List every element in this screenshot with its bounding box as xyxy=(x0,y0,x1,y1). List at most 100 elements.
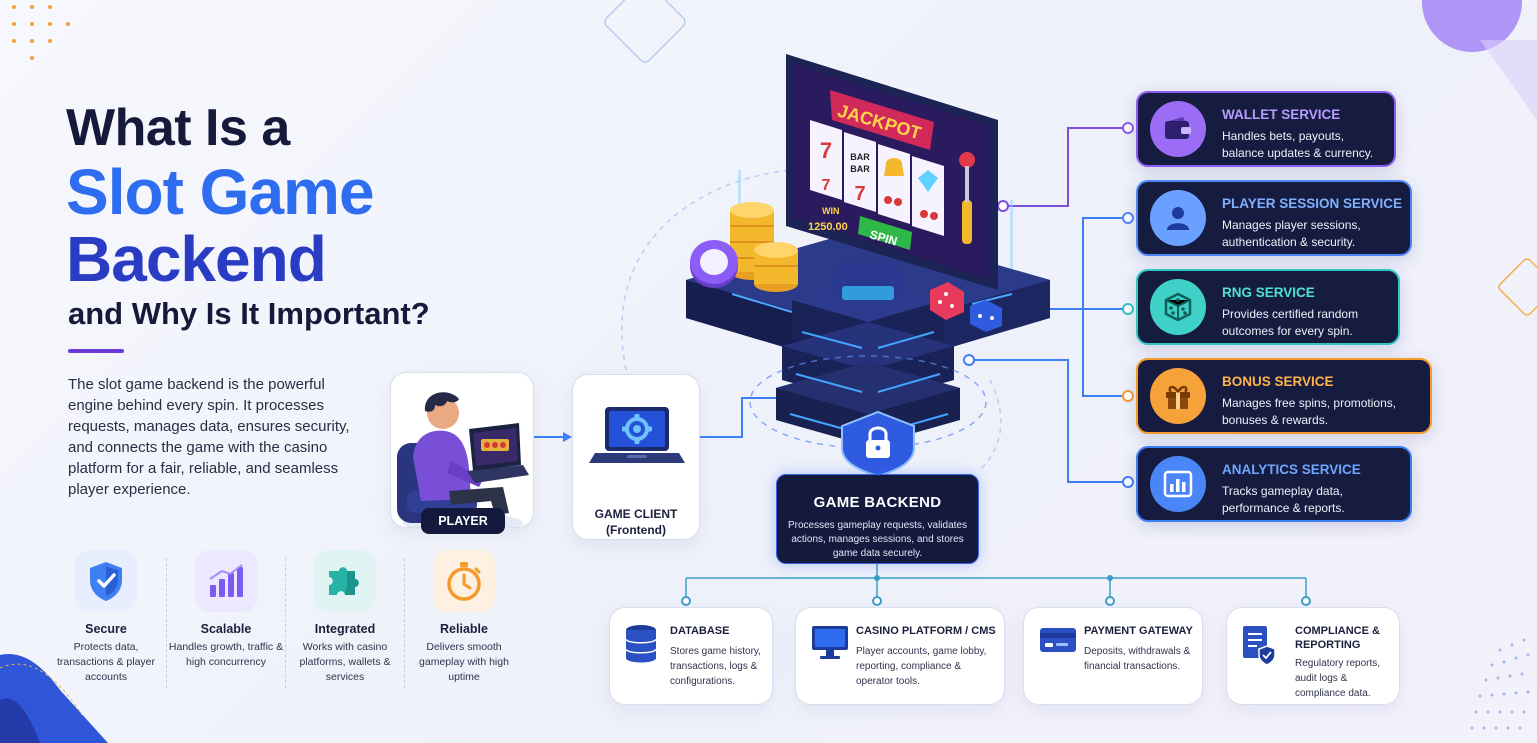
feature-title: Reliable xyxy=(440,622,488,636)
component-desc: Regulatory reports, audit logs & complia… xyxy=(1295,658,1381,699)
feature-reliable: Reliable Delivers smooth gameplay with h… xyxy=(405,550,523,685)
title-line-2: Slot Game xyxy=(66,156,375,228)
service-desc-line: Manages player sessions, xyxy=(1222,218,1361,232)
casino-platform-card: CASINO PLATFORM / CMS Player accounts, g… xyxy=(795,607,1005,705)
service-desc-line: balance updates & currency. xyxy=(1222,146,1374,160)
game-backend-desc: Processes gameplay requests, validates a… xyxy=(788,520,967,559)
diamond-symbol xyxy=(918,170,938,192)
coin-stack-icon xyxy=(730,202,798,292)
service-desc-line: bonuses & rewards. xyxy=(1222,413,1329,427)
service-desc-line: Manages free spins, promotions, xyxy=(1222,396,1397,410)
service-title: RNG SERVICE xyxy=(1222,285,1315,300)
title-line-3: Backend xyxy=(66,223,327,295)
game-client-card xyxy=(572,374,700,540)
puzzle-icon xyxy=(314,550,376,612)
game-backend-box: GAME BACKEND Processes gameplay requests… xyxy=(776,474,979,564)
title-underline xyxy=(68,349,124,353)
service-desc: Handles bets, payouts, balance updates & … xyxy=(1222,128,1373,162)
service-desc-line: Handles bets, payouts, xyxy=(1222,129,1345,143)
feature-integrated: Integrated Works with casino platforms, … xyxy=(286,550,404,685)
game-client-subtitle: (Frontend) xyxy=(606,523,666,537)
service-title: WALLET SERVICE xyxy=(1222,107,1341,122)
report-shield-icon xyxy=(1241,624,1277,671)
feature-desc: Works with casino platforms, wallets & s… xyxy=(299,641,391,683)
seven-symbol: 7 xyxy=(822,177,831,194)
gift-icon xyxy=(1150,368,1206,424)
dice-icon xyxy=(1150,279,1206,335)
slot-machine-server-illustration: JACKPOT 7 7 BAR BAR 7 WIN 1250.00 SPIN xyxy=(686,54,1050,478)
service-desc-line: outcomes for every spin. xyxy=(1222,324,1353,338)
feature-desc: Delivers smooth gameplay with high uptim… xyxy=(419,641,509,683)
feature-desc: Handles growth, traffic & high concurren… xyxy=(168,641,284,668)
lock-shield-icon xyxy=(841,410,915,478)
component-desc: Deposits, withdrawals & financial transa… xyxy=(1084,646,1191,672)
feature-secure: Secure Protects data, transactions & pla… xyxy=(47,550,165,685)
poker-chip-icon xyxy=(690,240,738,288)
player-label: PLAYER xyxy=(421,508,505,534)
player-card xyxy=(390,372,534,528)
monitor-icon xyxy=(810,624,850,667)
game-client-title: GAME CLIENT xyxy=(594,507,678,521)
analytics-icon xyxy=(1150,456,1206,512)
bar-chart-icon xyxy=(195,550,257,612)
bar-symbol: BAR xyxy=(850,164,870,174)
wallet-service-card: WALLET SERVICE Handles bets, payouts, bal… xyxy=(1136,91,1396,167)
feature-scalable: Scalable Handles growth, traffic & high … xyxy=(167,550,285,670)
slot-reels: 7 7 BAR BAR 7 xyxy=(810,120,944,236)
service-desc-line: Tracks gameplay data, xyxy=(1222,484,1343,498)
player-illustration xyxy=(397,392,529,527)
feature-desc: Protects data, transactions & player acc… xyxy=(56,641,156,683)
feature-separator xyxy=(404,558,405,688)
feature-title: Secure xyxy=(85,622,127,636)
database-card: DATABASE Stores game history, transactio… xyxy=(609,607,773,705)
service-desc: Provides certified random outcomes for ev… xyxy=(1222,306,1358,340)
component-title: CASINO PLATFORM / CMS xyxy=(856,625,996,637)
service-desc-line: Provides certified random xyxy=(1222,307,1359,321)
server-stack xyxy=(776,278,960,446)
service-title: ANALYTICS SERVICE xyxy=(1222,462,1361,477)
dot-pattern-bottom-right xyxy=(1470,638,1530,730)
seven-symbol: 7 xyxy=(854,183,865,205)
game-client-label: GAME CLIENT (Frontend) xyxy=(572,506,700,538)
intro-paragraph: The slot game backend is the powerful en… xyxy=(68,376,350,498)
compliance-reporting-card: COMPLIANCE & REPORTING Regulatory report… xyxy=(1226,607,1400,705)
component-title: PAYMENT GATEWAY xyxy=(1084,625,1193,637)
analytics-service-card: ANALYTICS SERVICE Tracks gameplay data, p… xyxy=(1136,446,1412,522)
game-backend-title: GAME BACKEND xyxy=(813,494,942,511)
stopwatch-icon xyxy=(433,550,495,612)
bell-symbol xyxy=(884,158,904,176)
dot-pattern-top-left xyxy=(12,5,70,60)
service-desc-line: authentication & security. xyxy=(1222,235,1356,249)
service-desc-line: performance & reports. xyxy=(1222,501,1345,515)
component-desc: Stores game history, transactions, logs … xyxy=(670,646,761,687)
component-desc: Player accounts, game lobby, reporting, … xyxy=(856,646,987,687)
title-line-1: What Is a xyxy=(66,99,290,157)
shield-check-icon xyxy=(75,550,137,612)
component-title: DATABASE xyxy=(670,625,730,637)
win-value: 1250.00 xyxy=(808,221,848,233)
player-session-service-card: PLAYER SESSION SERVICE Manages player se… xyxy=(1136,180,1412,256)
dice-icon xyxy=(930,282,1002,332)
database-icon xyxy=(624,624,658,669)
service-desc: Manages free spins, promotions, bonuses &… xyxy=(1222,395,1396,429)
feature-separator xyxy=(166,558,167,688)
user-icon xyxy=(1150,190,1206,246)
feature-separator xyxy=(285,558,286,688)
component-title: COMPLIANCE & REPORTING xyxy=(1295,625,1380,651)
service-title: BONUS SERVICE xyxy=(1222,374,1334,389)
bonus-service-card: BONUS SERVICE Manages free spins, promot… xyxy=(1136,358,1432,434)
rng-service-card: RNG SERVICE Provides certified random out… xyxy=(1136,269,1400,345)
feature-title: Integrated xyxy=(314,622,376,636)
payment-gateway-card: PAYMENT GATEWAY Deposits, withdrawals & … xyxy=(1023,607,1203,705)
title-line-4: and Why Is It Important? xyxy=(68,296,430,331)
feature-title: Scalable xyxy=(200,622,252,636)
service-title: PLAYER SESSION SERVICE xyxy=(1222,196,1403,211)
service-desc: Manages player sessions, authentication &… xyxy=(1222,217,1361,251)
bar-symbol: BAR xyxy=(850,152,870,162)
wallet-icon xyxy=(1150,101,1206,157)
laptop-gear-icon xyxy=(589,407,685,463)
card-icon xyxy=(1038,624,1078,661)
win-label: WIN xyxy=(822,206,840,216)
seven-symbol: 7 xyxy=(820,138,832,163)
